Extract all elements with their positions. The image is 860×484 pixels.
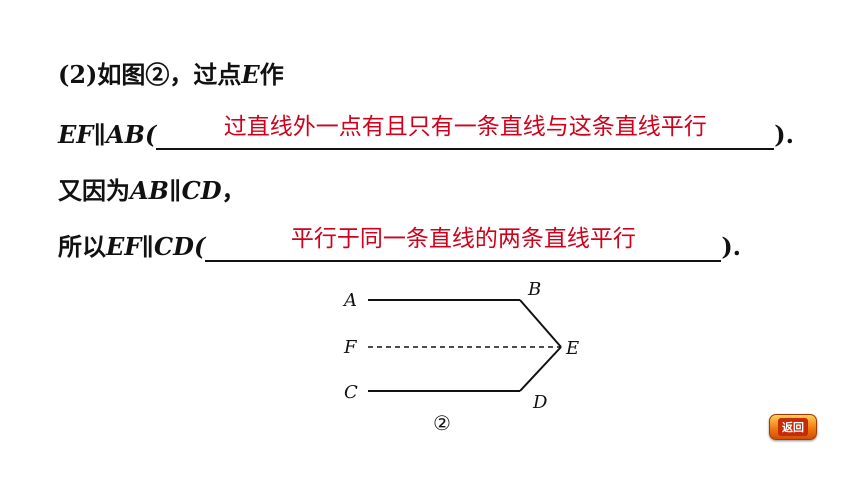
- line3-end: ，: [221, 176, 246, 205]
- line1-prefix: (2)如图②，过点: [58, 60, 242, 89]
- answer-blank-2: 平行于同一条直线的两条直线平行: [205, 226, 722, 262]
- problem-line-3: 又因为AB∥CD，: [58, 176, 246, 206]
- figure-caption: ②: [433, 411, 451, 435]
- label-D: D: [532, 392, 548, 413]
- line2-end: ).: [774, 120, 795, 149]
- segment-BE: [519, 299, 562, 348]
- back-button[interactable]: 返回: [769, 414, 817, 440]
- line4-statement: EF∥CD(: [106, 232, 206, 261]
- geometry-figure: A B F E C D ②: [342, 279, 579, 435]
- line4-end: ).: [721, 232, 742, 261]
- problem-line-2: EF∥AB( 过直线外一点有且只有一条直线与这条直线平行).: [58, 114, 795, 150]
- line1-point: E: [241, 60, 260, 89]
- line2-statement: EF∥AB(: [58, 120, 157, 149]
- line3-statement: AB∥CD: [130, 176, 222, 205]
- answer-text-2: 平行于同一条直线的两条直线平行: [290, 226, 636, 252]
- label-A: A: [342, 290, 357, 311]
- label-C: C: [344, 382, 358, 403]
- answer-blank-1: 过直线外一点有且只有一条直线与这条直线平行: [156, 114, 775, 150]
- problem-line-4: 所以EF∥CD( 平行于同一条直线的两条直线平行).: [58, 226, 742, 262]
- back-button-label: 返回: [778, 418, 808, 436]
- segment-ED: [519, 346, 562, 392]
- label-B: B: [527, 279, 541, 300]
- problem-line-1: (2)如图②，过点E作: [58, 60, 284, 90]
- line4-prefix: 所以: [58, 232, 106, 261]
- answer-text-1: 过直线外一点有且只有一条直线与这条直线平行: [223, 114, 707, 140]
- line1-suffix: 作: [259, 60, 284, 89]
- label-E: E: [565, 338, 579, 359]
- label-F: F: [343, 337, 358, 358]
- line3-prefix: 又因为: [58, 176, 130, 205]
